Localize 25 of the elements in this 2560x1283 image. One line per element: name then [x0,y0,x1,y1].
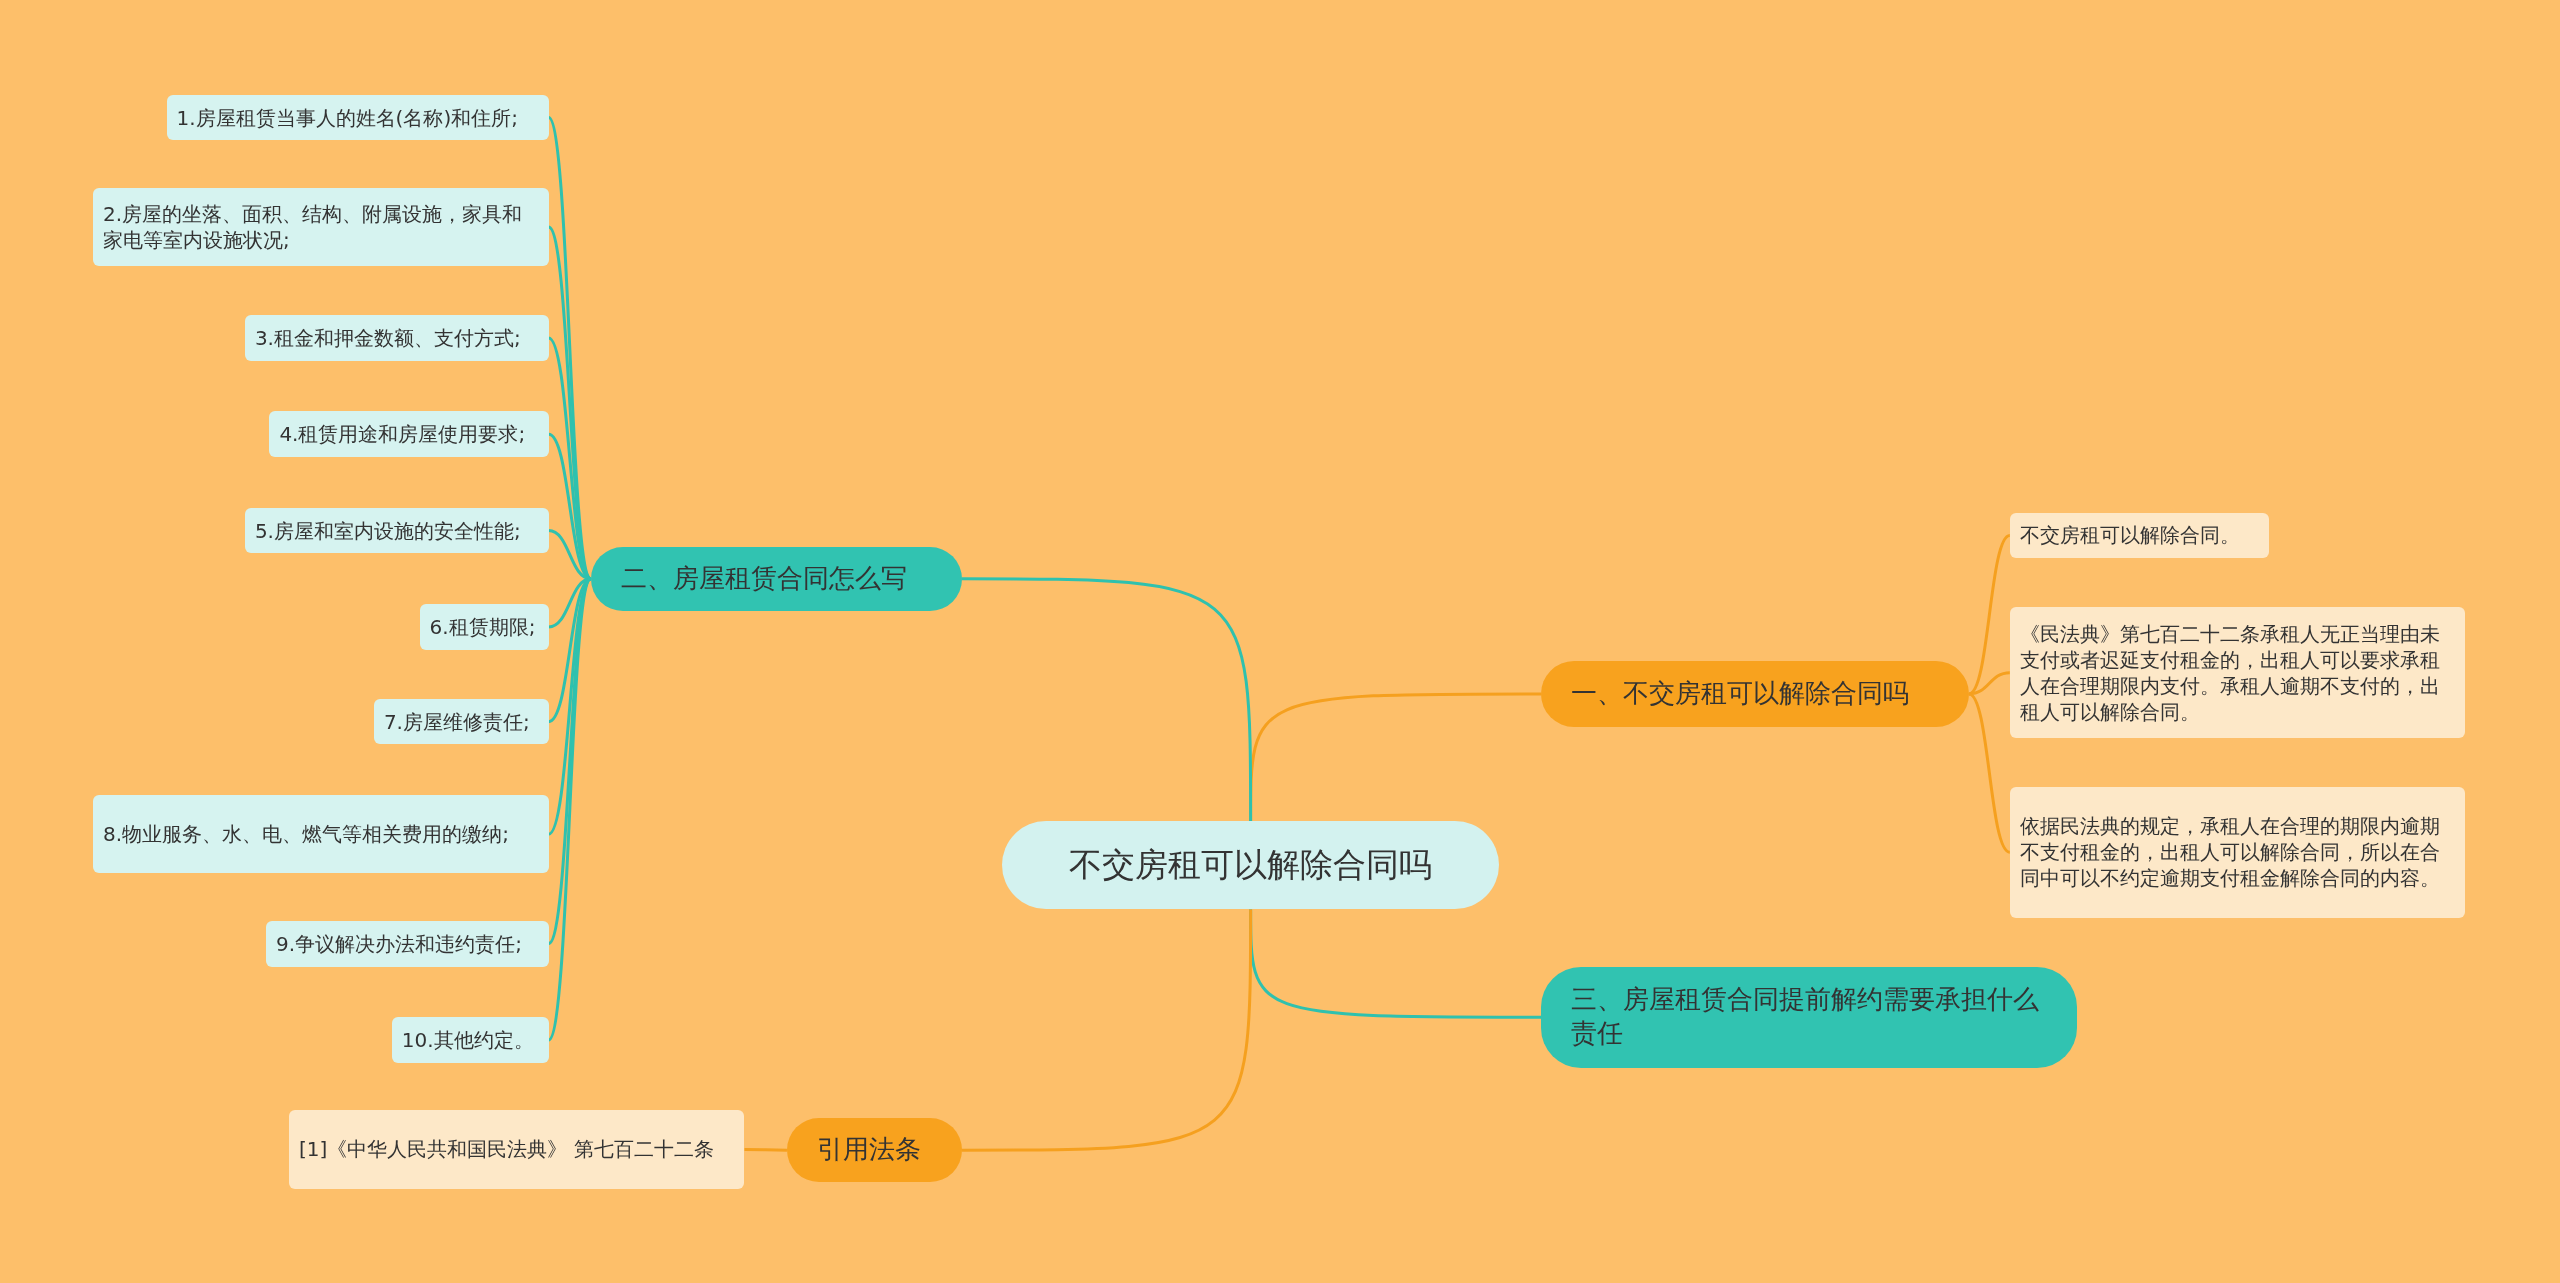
subtopic-box: 3.租金和押金数额、支付方式; [244,315,549,361]
subtopic-box: 4.租赁用途和房屋使用要求; [269,411,549,458]
topic-box: 引用法条 [786,1118,962,1183]
topic-box: 一、不交房租可以解除合同吗 [1541,661,1969,727]
connector-line [744,1147,787,1152]
connector-line [1968,692,2011,854]
subtopic-box: 不交房租可以解除合同。 [2009,512,2270,559]
connector-line [961,577,1253,822]
topic-box: 三、房屋租赁合同提前解约需要承担什么责任 [1541,966,2077,1068]
subtopic-box: 2.房屋的坐落、面积、结构、附属设施，家具和家电等室内设施状况; [93,187,549,267]
subtopic-box: 依据民法典的规定，承租人在合理的期限内逾期不支付租金的，出租人可以解除合同，所以在合同中可以不约定逾期支付租金解除合同的内容。 [2009,786,2466,918]
root-topic-box: 不交房租可以解除合同吗 [1002,821,1499,910]
subtopic-box: 5.房屋和室内设施的安全性能; [244,507,549,554]
subtopic-box: 1.房屋租赁当事人的姓名(名称)和住所; [166,94,549,141]
subtopic-box: 9.争议解决办法和违约责任; [266,920,549,967]
subtopic-box: 6.租赁期限; [419,604,549,650]
topic-box: 二、房屋租赁合同怎么写 [591,546,962,611]
subtopic-box: 7.房屋维修责任; [373,698,549,745]
connector-line [961,909,1253,1152]
connector-line [547,226,593,580]
subtopic-box: 8.物业服务、水、电、燃气等相关费用的缴纳; [93,795,549,874]
subtopic-box: [1]《中华人民共和国民法典》 第七百二十二条 [288,1110,745,1189]
subtopic-box: 《民法典》第七百二十二条承租人无正当理由未支付或者迟延支付租金的，出租人可以要求承租人在合理期限内支付。承租人逾期不支付的，出租人可以解除合同。 [2009,607,2466,738]
subtopic-box: 10.其他约定。 [391,1017,549,1063]
connector-line [547,578,593,1041]
